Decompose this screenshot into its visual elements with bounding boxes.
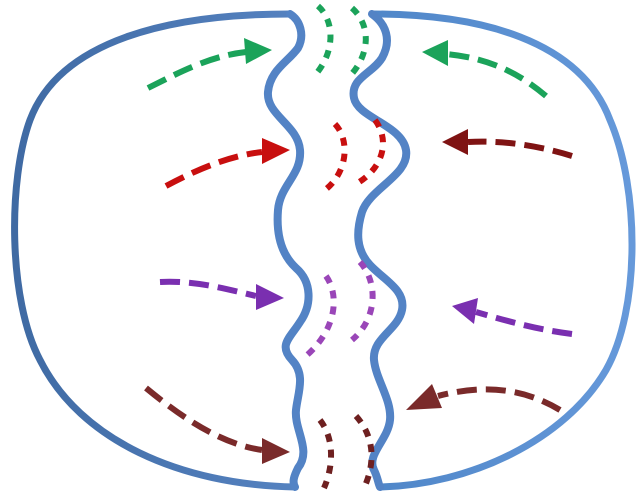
red-gap-arc-2 — [354, 118, 386, 187]
maroon-flow-right-arrowhead — [406, 384, 442, 410]
red-flow-left — [164, 149, 263, 189]
green-flow-right-arrowhead — [422, 40, 448, 66]
maroon-flow-left — [144, 385, 263, 453]
purple-flow-right — [475, 309, 573, 337]
purple-gap-arc-2 — [349, 259, 376, 343]
right-fissure-line — [349, 10, 411, 491]
maroon-gap-arc-2 — [353, 413, 375, 490]
maroon-flow-left-arrowhead — [262, 438, 290, 464]
red-flow-right — [467, 138, 573, 159]
green-gap-arc-1 — [313, 3, 334, 76]
maroon-flow-right — [437, 386, 562, 413]
red-flow-left-arrowhead — [262, 138, 290, 164]
purple-flow-left — [159, 278, 257, 299]
left-fissure-line — [264, 10, 313, 491]
purple-gap-arc-1 — [303, 274, 337, 359]
green-flow-left — [146, 49, 247, 91]
maroon-gap-arc-1 — [317, 418, 335, 490]
purple-flow-left-arrowhead — [256, 284, 284, 310]
green-flow-right — [445, 51, 548, 99]
right-membrane-outline — [368, 10, 636, 491]
purple-flow-right-arrowhead — [452, 298, 478, 324]
left-membrane-outline — [11, 10, 299, 491]
red-flow-right-arrowhead — [442, 129, 468, 155]
green-gap-arc-2 — [345, 5, 369, 81]
red-gap-arc-1 — [323, 121, 348, 193]
green-flow-left-arrowhead — [244, 38, 272, 64]
